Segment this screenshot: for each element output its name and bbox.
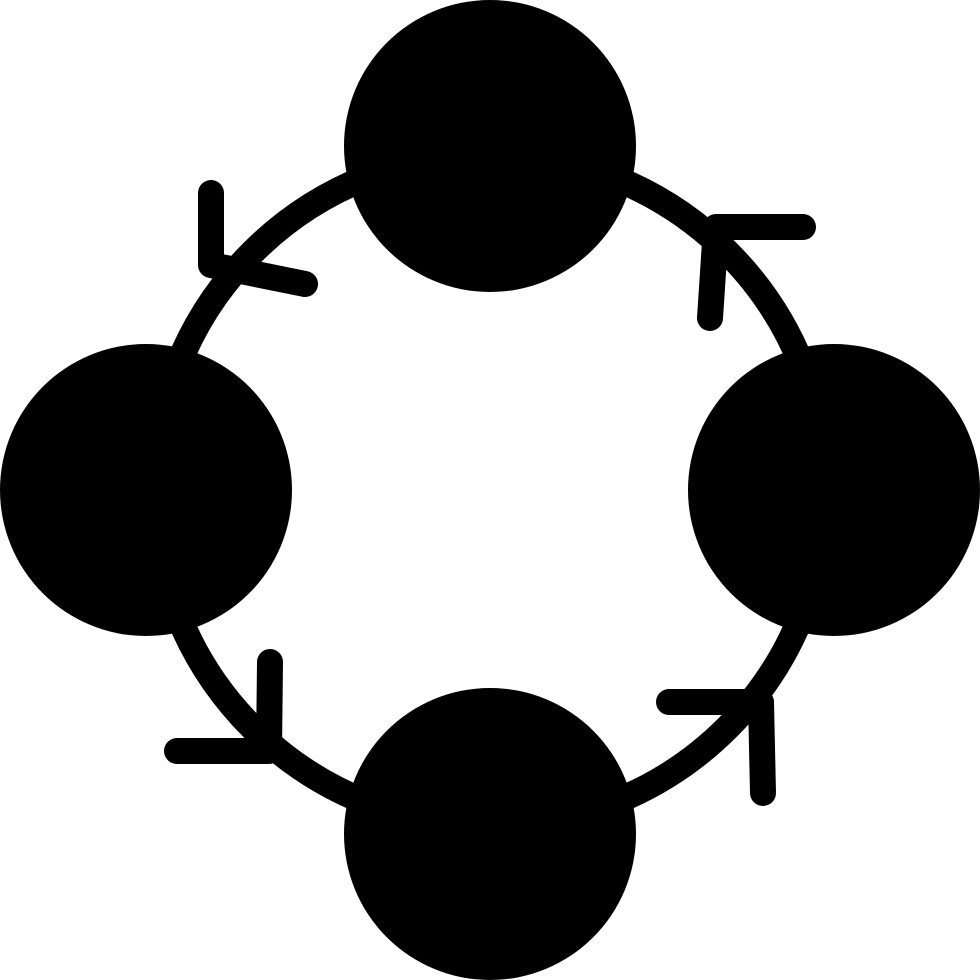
node-bottom	[344, 688, 636, 980]
node-right	[688, 344, 980, 636]
arrow-bottom-left-icon	[164, 649, 283, 764]
arrow-top-right-icon	[697, 214, 816, 331]
node-top	[344, 0, 636, 292]
arrow-top-left-icon	[198, 180, 318, 297]
arrow-bottom-right-icon	[656, 689, 776, 806]
node-left	[0, 344, 292, 636]
